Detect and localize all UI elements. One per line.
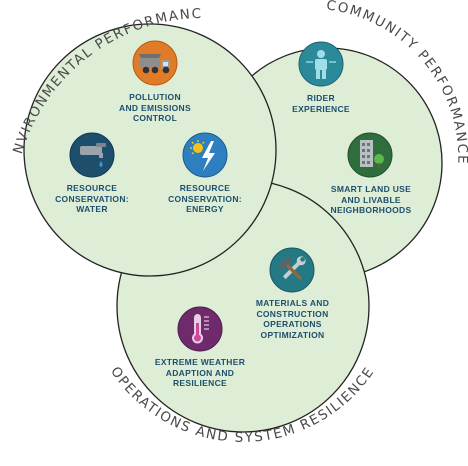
land-use-label: SMART LAND USE AND LIVABLE NEIGHBORHOODS [330, 184, 412, 215]
environmental-circle [23, 23, 277, 277]
rider-label: RIDER EXPERIENCE [292, 93, 350, 114]
pollution-label: POLLUTION AND EMISSIONS CONTROL [119, 92, 191, 123]
weather-label: EXTREME WEATHER ADAPTION AND RESILIENCE [154, 357, 246, 388]
materials-label: MATERIALS AND CONSTRUCTION OPERATIONS OP… [255, 298, 330, 340]
thermometer-icon [177, 306, 223, 352]
dump-truck-icon [132, 40, 178, 86]
building-tree-icon [347, 132, 393, 178]
rider-icon [298, 41, 344, 87]
faucet-icon [69, 132, 115, 178]
energy-label: RESOURCE CONSERVATION: ENERGY [168, 183, 242, 214]
sun-lightning-icon [182, 132, 228, 178]
wrench-hammer-icon [269, 247, 315, 293]
water-label: RESOURCE CONSERVATION: WATER [55, 183, 129, 214]
